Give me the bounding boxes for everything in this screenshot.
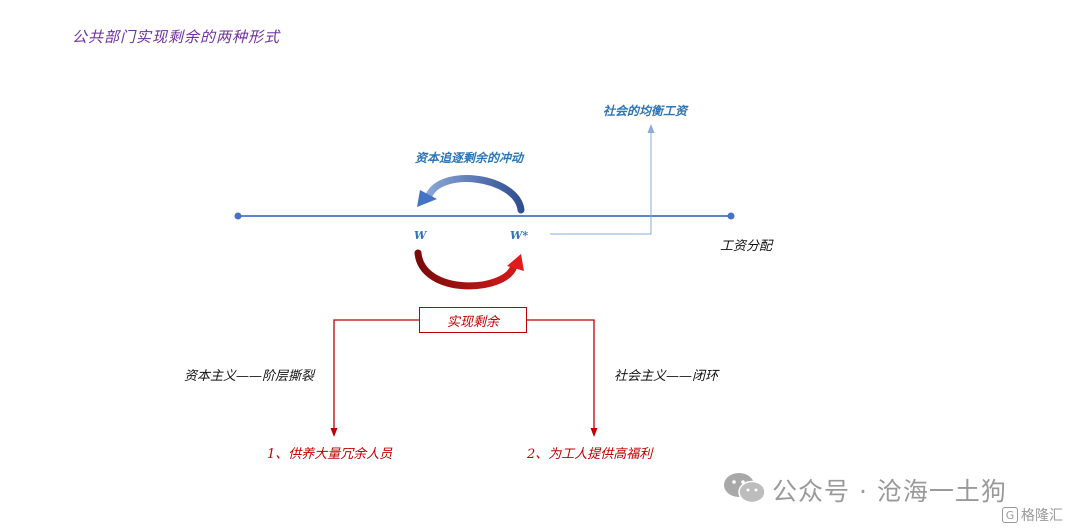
- capital-drive-arrowhead: [417, 190, 437, 207]
- realize-surplus-arrowhead: [507, 254, 524, 271]
- page-title: 公共部门实现剩余的两种形式: [72, 28, 281, 46]
- axis-left-dot: [234, 212, 242, 220]
- realize-surplus-label: 实现剩余: [446, 314, 499, 330]
- w-star-label: W*: [510, 229, 529, 242]
- capitalism-branch-arrowhead: [330, 428, 338, 437]
- axis-right-dot: [727, 212, 735, 220]
- gelonghui-logo-mark: G: [1002, 507, 1018, 523]
- realize-surplus-box: 实现剩余: [419, 307, 527, 333]
- wage-distribution-label: 工资分配: [720, 239, 773, 254]
- gelonghui-logo: G 格隆汇: [1002, 504, 1063, 526]
- socialism-branch-line: [527, 319, 595, 430]
- socialism-label: 社会主义——闭环: [614, 369, 719, 384]
- outcome-1-label: 1、供养大量冗余人员: [267, 447, 393, 462]
- capital-drive-arrow: [424, 175, 525, 214]
- balance-wage-arrowhead: [647, 124, 655, 133]
- realize-surplus-arrow: [414, 249, 518, 290]
- watermark-text: 公众号 · 沧海一土狗: [772, 477, 1007, 506]
- capital-drive-label: 资本追逐剩余的冲动: [415, 151, 524, 165]
- capitalism-label: 资本主义——阶层撕裂: [184, 369, 315, 384]
- balance-wage-connector: [550, 132, 652, 235]
- socialism-branch-arrowhead: [590, 428, 598, 437]
- outcome-2-label: 2、为工人提供高福利: [527, 447, 653, 462]
- wechat-icon: [724, 473, 766, 504]
- w-label: W: [414, 229, 427, 242]
- gelonghui-logo-text: 格隆汇: [1021, 508, 1063, 524]
- balance-wage-label: 社会的均衡工资: [603, 104, 688, 118]
- capitalism-branch-line: [333, 319, 419, 430]
